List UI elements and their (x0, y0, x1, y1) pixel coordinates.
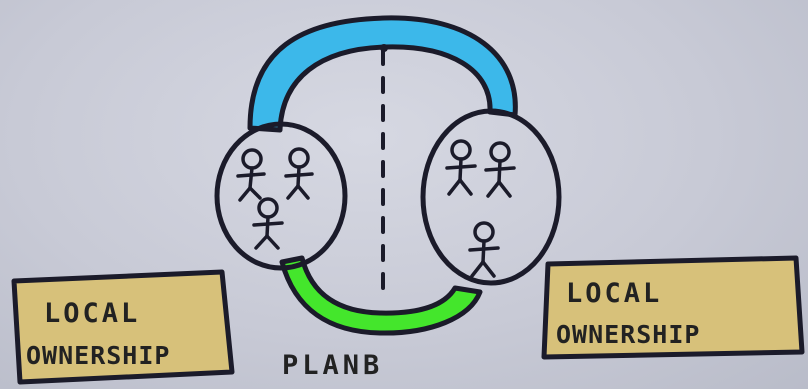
left-local-ownership-box: LOCAL OWNERSHIP (14, 272, 232, 382)
left-box-line2: OWNERSHIP (26, 341, 170, 370)
left-group (217, 124, 345, 268)
right-group-oval (423, 111, 559, 283)
left-person-1 (238, 150, 264, 200)
center-top-dot (380, 44, 388, 52)
right-person-1 (447, 141, 475, 194)
left-person-2 (286, 149, 312, 198)
left-box-line1: LOCAL (44, 298, 140, 329)
right-person-3 (470, 223, 498, 276)
left-person-3 (254, 199, 282, 248)
plan-b-caption: PLANB (282, 350, 383, 381)
right-box-line2: OWNERSHIP (556, 320, 700, 349)
right-group (423, 111, 559, 283)
right-box-line1: LOCAL (566, 278, 662, 309)
left-group-oval (217, 124, 345, 268)
right-local-ownership-box: LOCAL OWNERSHIP (544, 258, 802, 357)
right-person-2 (486, 143, 514, 196)
